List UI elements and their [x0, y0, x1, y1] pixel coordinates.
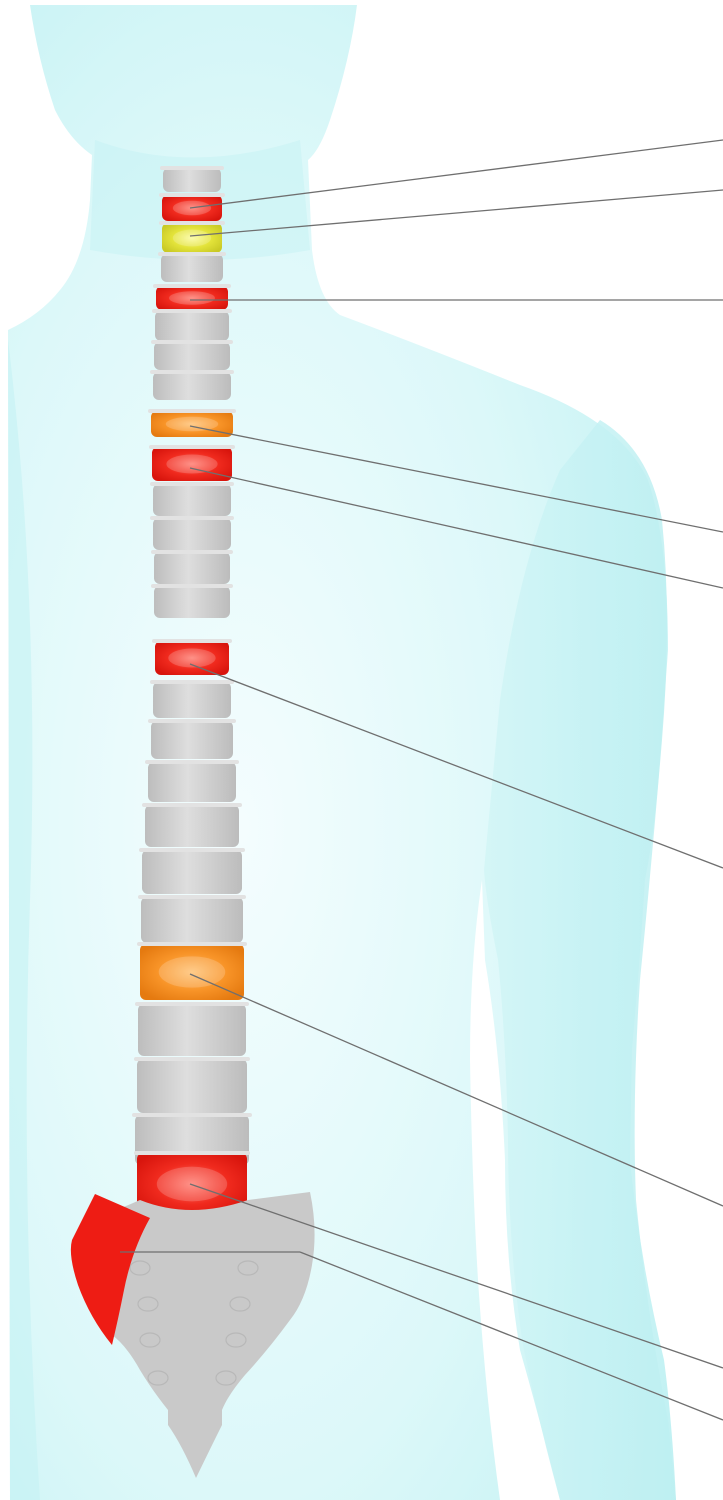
vertebra — [138, 895, 246, 943]
intervertebral-disc — [151, 550, 233, 554]
vertebra-body — [154, 552, 230, 584]
vertebra-cervical-lower — [153, 284, 231, 310]
intervertebral-disc — [142, 803, 242, 807]
intervertebral-disc — [139, 848, 245, 852]
highlight-glow — [173, 230, 211, 247]
vertebra — [134, 1057, 250, 1113]
vertebra-body — [142, 850, 242, 894]
vertebra-cervical-mid — [159, 221, 225, 253]
vertebra — [151, 340, 233, 370]
vertebra — [142, 803, 242, 847]
vertebra-body — [153, 484, 231, 516]
vertebra-body — [153, 372, 231, 400]
vertebra-body — [161, 254, 223, 282]
vertebra — [152, 309, 232, 341]
intervertebral-disc — [148, 719, 236, 723]
vertebra-body — [148, 762, 236, 802]
intervertebral-disc — [145, 760, 239, 764]
vertebra-body — [153, 682, 231, 718]
vertebra — [160, 166, 224, 192]
vertebra — [139, 848, 245, 894]
vertebra-body — [154, 586, 230, 618]
intervertebral-disc — [135, 1002, 249, 1006]
intervertebral-disc — [152, 309, 232, 313]
vertebra — [150, 370, 234, 400]
vertebra — [148, 719, 236, 759]
vertebra-body — [145, 805, 239, 847]
intervertebral-disc — [153, 284, 231, 288]
intervertebral-disc — [151, 340, 233, 344]
vertebra-body — [154, 342, 230, 370]
vertebra-body — [155, 311, 229, 341]
highlight-glow — [157, 1167, 227, 1202]
intervertebral-disc — [159, 221, 225, 225]
vertebra — [135, 1002, 249, 1056]
intervertebral-disc — [159, 193, 225, 197]
intervertebral-disc — [134, 1057, 250, 1061]
vertebra-body — [138, 1004, 246, 1056]
vertebra-body — [137, 1059, 247, 1113]
vertebra-thoracic-mid — [152, 639, 232, 675]
vertebra — [145, 760, 239, 802]
vertebra — [158, 252, 226, 282]
intervertebral-disc — [132, 1113, 252, 1117]
vertebra — [150, 516, 234, 550]
intervertebral-disc — [150, 680, 234, 684]
highlight-glow — [166, 454, 217, 473]
highlight-glow — [166, 417, 218, 432]
intervertebral-disc — [150, 482, 234, 486]
vertebra-body — [163, 168, 221, 192]
highlight-glow — [169, 291, 215, 304]
intervertebral-disc — [151, 584, 233, 588]
vertebra-cervical-upper — [159, 193, 225, 221]
intervertebral-disc — [160, 166, 224, 170]
intervertebral-disc — [152, 639, 232, 643]
vertebra-body — [151, 721, 233, 759]
vertebra-body — [141, 897, 243, 943]
intervertebral-disc — [150, 370, 234, 374]
vertebra — [150, 482, 234, 516]
intervertebral-disc — [137, 942, 247, 946]
intervertebral-disc — [150, 516, 234, 520]
intervertebral-disc — [158, 252, 226, 256]
highlight-glow — [159, 956, 226, 987]
intervertebral-disc — [149, 445, 235, 449]
vertebra — [150, 680, 234, 718]
intervertebral-disc — [134, 1151, 250, 1155]
intervertebral-disc — [148, 409, 236, 413]
vertebra — [151, 550, 233, 584]
vertebra — [151, 584, 233, 618]
intervertebral-disc — [138, 895, 246, 899]
vertebra-body — [153, 518, 231, 550]
